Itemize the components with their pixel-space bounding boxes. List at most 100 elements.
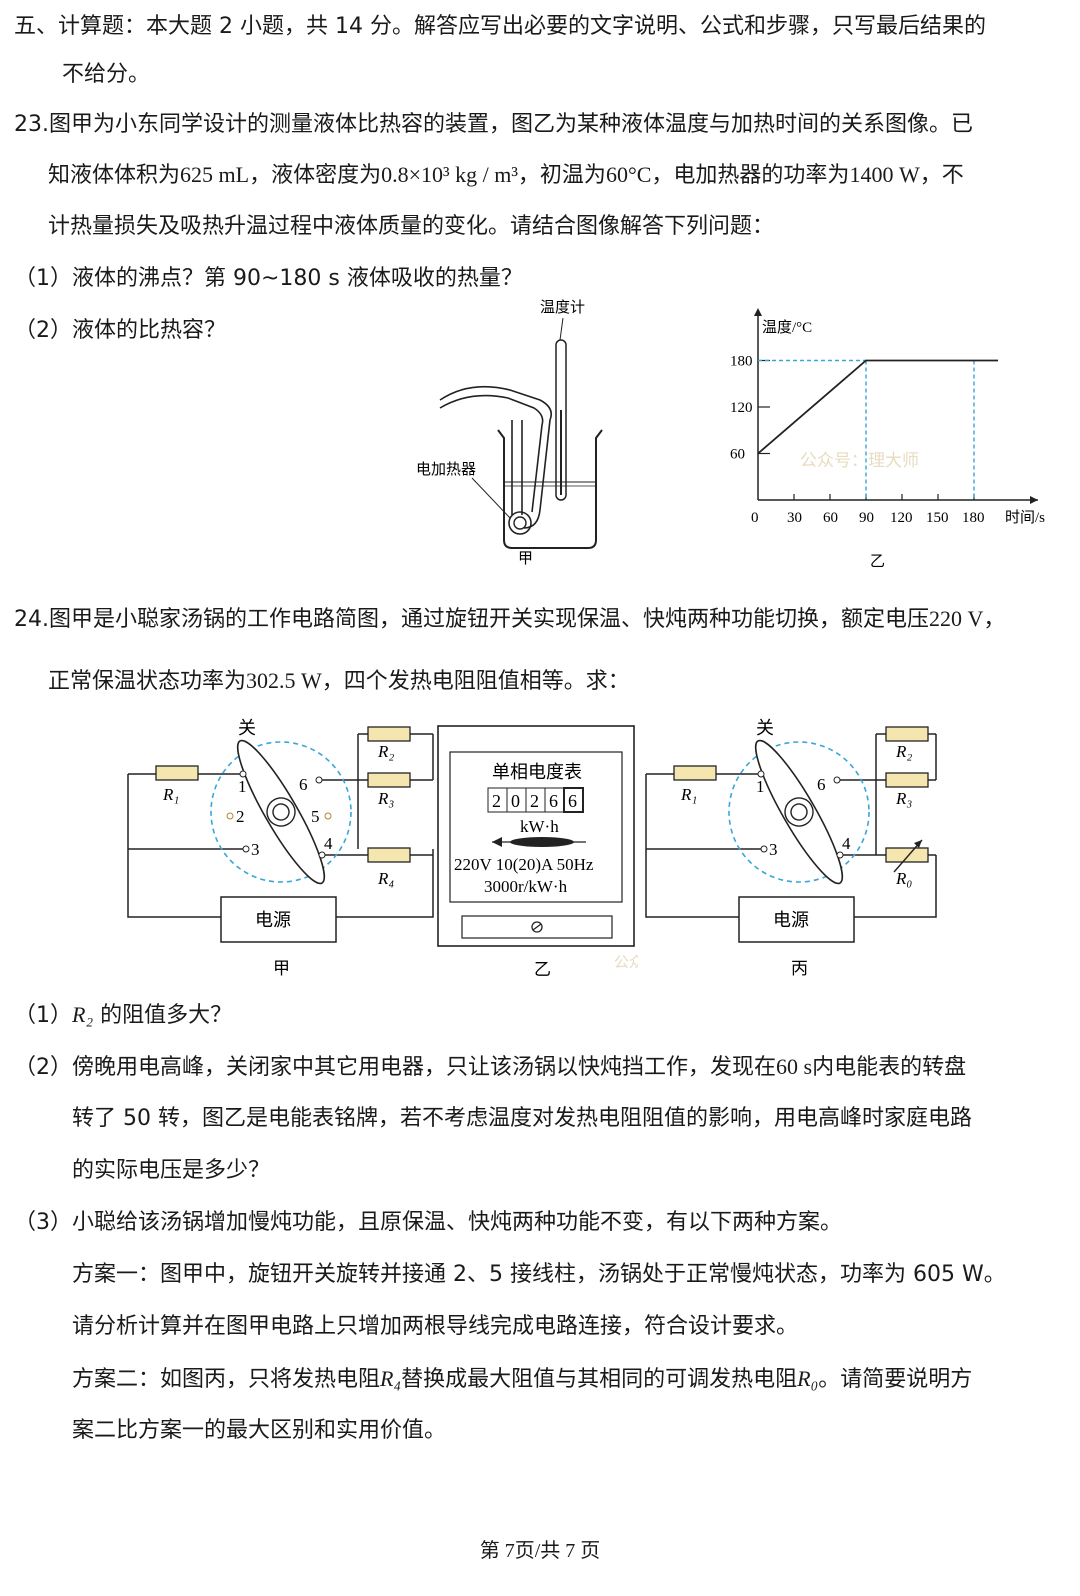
q24-line1: 24.图甲是小聪家汤锅的工作电路简图，通过旋钮开关实现保温、快炖两种功能切换，额… — [14, 604, 1005, 635]
variable-arrow-icon — [893, 839, 923, 873]
q24-sub2-text-a: （2）傍晚用电高峰，关闭家中其它用电器，只让该汤锅以快炖挡工作，发现在 — [14, 1055, 776, 1080]
circuit-a-caption: 甲 — [273, 959, 290, 978]
circuit-c-caption: 丙 — [791, 959, 808, 978]
q24-voltage: 220 V — [929, 606, 984, 631]
terminal-5-label: 5 — [311, 807, 320, 826]
rotary-switch-ring — [728, 741, 870, 883]
chart-watermark: 公众号：理大师 — [800, 451, 919, 470]
thermometer-leader — [559, 317, 564, 341]
r2-label: R₂ — [377, 742, 394, 761]
r3-label: R₃ — [895, 789, 912, 808]
x-tick-label: 60 — [823, 510, 838, 526]
y-tick-label: 180 — [730, 354, 753, 370]
q23-init-temp: 60°C — [605, 162, 652, 187]
circuit-a: R₁ R₂ R₃ R₄ 关 1 2 3 4 5 6 电源 甲 — [127, 718, 434, 978]
meter-title: 单相电度表 — [492, 762, 582, 782]
meter-screw-slot — [532, 923, 542, 931]
q23-line2: 知液体体积为625 mL，液体密度为0.8×10³ kg / m³，初温为60°… — [48, 160, 964, 191]
r1-resistor — [673, 765, 717, 781]
q24-sub3-text-c: 。请简要说明方 — [818, 1367, 973, 1392]
meter-digit: 6 — [568, 791, 577, 811]
q24-sub3-text-b: 替换成最大阻值与其相同的可调发热电阻 — [401, 1367, 798, 1392]
meter-digit: 6 — [549, 791, 558, 811]
heater-cable-2 — [439, 394, 544, 513]
q24-sub2-l3: 的实际电压是多少？ — [72, 1158, 271, 1183]
q23-line1: 23.图甲为小东同学设计的测量液体比热容的装置，图乙为某种液体温度与加热时间的关… — [14, 110, 973, 140]
section-header-cont: 不给分。 — [62, 62, 151, 87]
y-tick-label: 120 — [730, 400, 753, 416]
q23-line3: 计热量损失及吸热升温过程中液体质量的变化。请结合图像解答下列问题： — [48, 214, 775, 239]
q24-sub1: （1）R₂ 的阻值多大？ — [14, 1000, 232, 1031]
r1-resistor — [155, 765, 199, 781]
q24-number: 24. — [14, 607, 49, 632]
terminal-5 — [324, 812, 332, 820]
q23-text-2c: ，初温为 — [517, 163, 606, 188]
x-axis-arrow-icon — [1030, 496, 1038, 504]
meter-disc-icon — [492, 837, 586, 847]
terminal-4 — [836, 851, 844, 859]
r2-label: R₂ — [895, 742, 912, 761]
r4-resistor — [367, 847, 411, 863]
meter-digit: 2 — [492, 791, 501, 811]
terminal-4-label: 4 — [842, 834, 851, 853]
meter-caption: 乙 — [534, 960, 551, 979]
power-source-c — [738, 896, 855, 943]
terminal-2 — [226, 812, 234, 820]
q23-text-2a: 知液体体积为 — [48, 163, 181, 188]
q24-sub3-l2: 方案一：图甲中，旋钮开关旋转并接通 2、5 接线柱，汤锅处于正常慢炖状态，功率为… — [72, 1262, 1006, 1287]
q24-sub2-l2: 转了 50 转，图乙是电能表铭牌，若不考虑温度对发热电阻阻值的影响，用电高峰时家… — [72, 1106, 972, 1131]
terminal-3-label: 3 — [251, 840, 260, 859]
heater-coil-icon — [508, 511, 532, 535]
q23-text-2d: ，电加热器的功率为 — [651, 163, 850, 188]
r0-variable-resistor — [885, 847, 929, 863]
heater-leader — [471, 477, 511, 519]
r0-label: R₀ — [895, 869, 912, 888]
meter-digit: 0 — [511, 791, 520, 811]
q23-number: 23. — [14, 112, 49, 137]
q24-sub3-r4: R₄ — [380, 1366, 402, 1391]
q24-line2: 正常保温状态功率为302.5 W，四个发热电阻阻值相等。求： — [48, 666, 630, 697]
q23-sub1: （1）液体的沸点？第 90~180 s 液体吸收的热量？ — [14, 266, 523, 291]
x-tick-label: 0 — [751, 510, 759, 526]
r4-label: R₄ — [377, 869, 394, 888]
q24-sub1-text: 的阻值多大？ — [93, 1003, 233, 1028]
heater-cable — [439, 385, 553, 529]
q24-sub1-r2: R₂ — [72, 1002, 94, 1027]
q23-text-2e: ，不 — [919, 163, 964, 188]
terminal-6 — [833, 776, 841, 784]
q23-volume: 625 mL — [180, 162, 250, 187]
electricity-meter: 单相电度表 2 0 2 6 6 kW·h 220V 10(20)A 50Hz 3… — [437, 725, 638, 979]
terminal-6-label: 6 — [299, 775, 308, 794]
terminal-1 — [239, 770, 247, 778]
switch-label: 关 — [238, 718, 256, 738]
power-source-a — [220, 896, 337, 943]
page-footer: 第 7页/共 7 页 — [479, 1540, 601, 1562]
terminal-4-label: 4 — [324, 834, 333, 853]
q24-sub2-text-b: 内电能表的转盘 — [812, 1055, 967, 1080]
switch-label: 关 — [756, 718, 774, 738]
circuit-c-wire-right — [854, 855, 937, 918]
r2-resistor — [885, 726, 929, 742]
x-tick-label: 150 — [926, 510, 949, 526]
heater-coil-inner — [513, 516, 527, 530]
terminal-1-label: 1 — [238, 777, 247, 796]
q24-text-2b: ，四个发热电阻阻值相等。求： — [321, 669, 630, 694]
section-header: 五、计算题：本大题 2 小题，共 14 分。解答应写出必要的文字说明、公式和步骤… — [14, 14, 986, 39]
q24-sub3-l5: 案二比方案一的最大区别和实用价值。 — [72, 1418, 447, 1443]
terminal-2-label: 2 — [236, 807, 245, 826]
circuit-a-wire-left — [127, 774, 221, 918]
r1-label: R₁ — [162, 785, 179, 804]
heater-label: 电加热器 — [416, 461, 476, 478]
q24-text-1b: ， — [983, 607, 1006, 632]
meter-spec1: 220V 10(20)A 50Hz — [454, 855, 594, 874]
chart-xlabel: 时间/s — [1005, 509, 1045, 526]
circuit-c: R₁ R₂ R₃ R₀ 关 1 3 4 6 电源 丙 — [645, 718, 937, 978]
terminal-3 — [242, 845, 250, 853]
beaker-icon — [497, 429, 603, 549]
q24-keep-power: 302.5 W — [246, 668, 322, 693]
q23-density: 0.8×10³ kg / m³ — [381, 162, 518, 187]
circuit-c-wire-left — [645, 774, 739, 918]
r1-label: R₁ — [680, 785, 697, 804]
